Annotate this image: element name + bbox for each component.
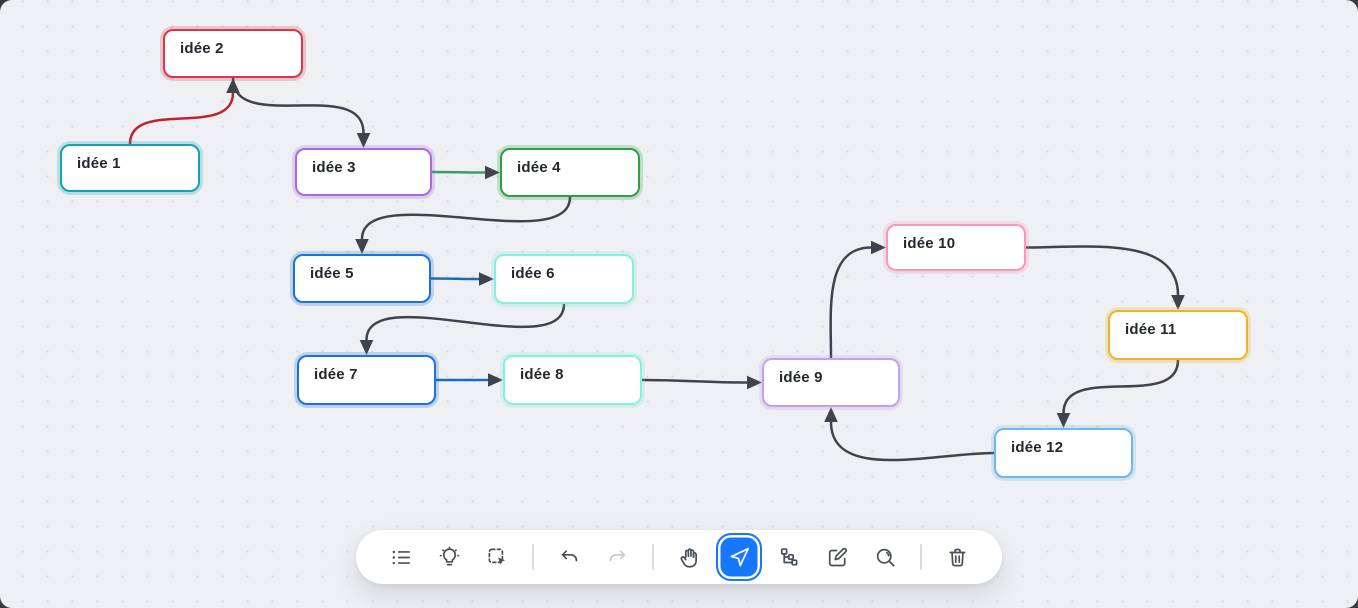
node-idee-1[interactable]: idée 1 xyxy=(60,144,200,192)
redo-button[interactable] xyxy=(596,536,638,578)
pan-button[interactable] xyxy=(668,536,710,578)
zoom-search-button[interactable] xyxy=(864,536,906,578)
delete-button[interactable] xyxy=(936,536,978,578)
toolbar-divider xyxy=(652,544,654,570)
toolbar-divider xyxy=(532,544,534,570)
node-label: idée 7 xyxy=(314,366,358,383)
arrowhead xyxy=(355,239,369,254)
undo-icon xyxy=(558,546,581,569)
edge-7-8[interactable] xyxy=(434,373,503,387)
node-idee-8[interactable]: idée 8 xyxy=(503,355,642,405)
redo-icon xyxy=(606,546,629,569)
node-idee-7[interactable]: idée 7 xyxy=(297,355,436,405)
outline-list-button[interactable] xyxy=(380,536,422,578)
node-label: idée 5 xyxy=(310,265,354,282)
node-label: idée 10 xyxy=(903,235,956,252)
marquee-select-icon xyxy=(486,546,509,569)
node-label: idée 11 xyxy=(1125,321,1177,338)
node-label: idée 1 xyxy=(77,155,121,172)
arrowhead xyxy=(871,240,886,255)
undo-button[interactable] xyxy=(548,536,590,578)
node-label: idée 4 xyxy=(517,159,561,176)
node-idee-11[interactable]: idée 11 xyxy=(1108,310,1248,360)
edge-6-7[interactable] xyxy=(359,302,566,355)
edge-12-9[interactable] xyxy=(824,407,996,462)
node-label: idée 12 xyxy=(1011,439,1064,456)
ideas-button[interactable] xyxy=(428,536,470,578)
edge-3-4[interactable] xyxy=(430,165,500,180)
arrowhead xyxy=(824,407,838,422)
node-idee-9[interactable]: idée 9 xyxy=(762,358,900,407)
node-idee-12[interactable]: idée 12 xyxy=(994,428,1133,478)
arrowhead xyxy=(1056,413,1071,428)
node-idee-5[interactable]: idée 5 xyxy=(293,254,431,303)
arrowhead xyxy=(488,373,503,387)
trash-icon xyxy=(946,546,969,569)
auto-layout-button[interactable] xyxy=(768,536,810,578)
lightbulb-icon xyxy=(438,546,461,569)
node-label: idée 2 xyxy=(180,40,224,57)
arrowhead xyxy=(479,272,494,286)
node-label: idée 8 xyxy=(520,366,564,383)
select-mode-button[interactable] xyxy=(716,533,762,581)
toolbar-divider xyxy=(920,544,922,570)
arrowhead xyxy=(1171,295,1185,310)
compose-icon xyxy=(826,546,849,569)
node-idee-10[interactable]: idée 10 xyxy=(886,224,1026,271)
arrowhead xyxy=(747,375,762,390)
node-label: idée 3 xyxy=(312,159,356,176)
edge-4-5[interactable] xyxy=(355,195,572,254)
node-idee-6[interactable]: idée 6 xyxy=(494,254,634,304)
list-icon xyxy=(390,546,413,569)
edge-2-3[interactable] xyxy=(231,76,371,148)
node-idee-2[interactable]: idée 2 xyxy=(163,29,303,78)
arrowhead xyxy=(359,340,374,355)
hand-icon xyxy=(678,546,701,569)
arrowhead xyxy=(485,165,500,180)
multi-select-button[interactable] xyxy=(476,536,518,578)
workflow-icon xyxy=(778,546,801,569)
edge-11-12[interactable] xyxy=(1056,358,1180,428)
edge-10-11[interactable] xyxy=(1024,245,1185,310)
edge-5-6[interactable] xyxy=(429,272,494,286)
node-idee-4[interactable]: idée 4 xyxy=(500,148,640,197)
magnifier-icon xyxy=(874,546,897,569)
node-label: idée 9 xyxy=(779,369,823,386)
edge-8-9[interactable] xyxy=(640,375,762,390)
edit-node-button[interactable] xyxy=(816,536,858,578)
edge-9-10[interactable] xyxy=(829,240,886,360)
node-idee-3[interactable]: idée 3 xyxy=(295,148,432,196)
arrowhead xyxy=(356,133,371,148)
node-label: idée 6 xyxy=(511,265,555,282)
bottom-toolbar xyxy=(356,530,1002,584)
navigation-icon xyxy=(728,546,751,569)
